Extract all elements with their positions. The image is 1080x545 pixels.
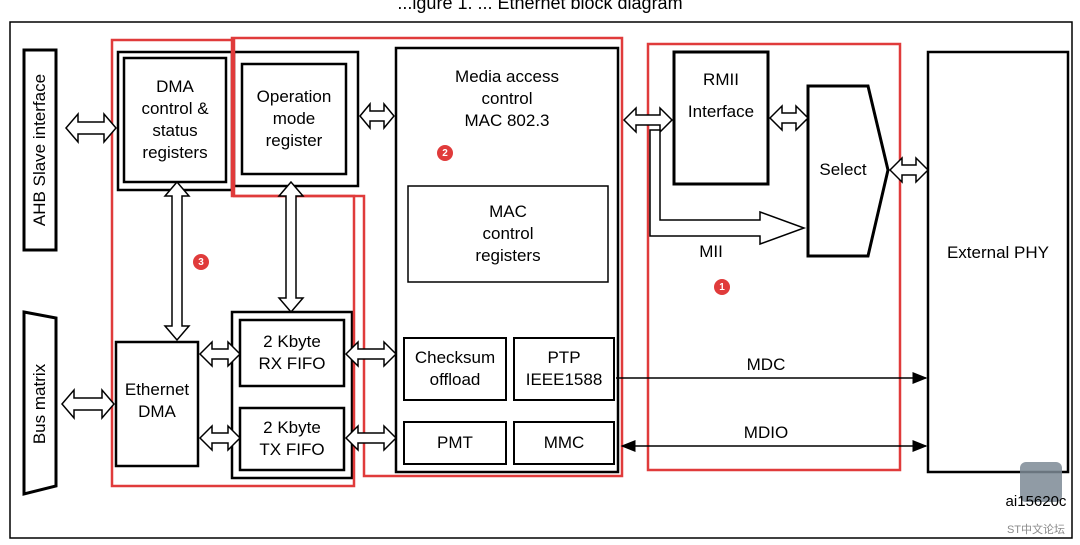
ethernet-dma-label: Ethernet DMA [116,368,198,434]
external-phy-text: External PHY [946,242,1050,262]
arrow-ahb-dma [65,111,117,145]
rx-fifo-label: 2 Kbyte RX FIFO [240,320,344,386]
figure-title: ...igure 1. ... Ethernet block diagram [290,0,790,18]
outer-frame [9,21,1073,539]
region-2 [230,36,624,478]
mmc-label: MMC [514,422,614,464]
arrow-rmii-select [768,104,810,132]
dma-control-text: DMA control & status registers [141,76,209,163]
opmode-inner [240,62,348,176]
arrow-mac-rmii [622,106,674,134]
rmii-box [672,50,770,186]
mac-control-box [407,185,609,283]
bus-matrix-box [22,310,58,496]
rx-fifo-text: 2 Kbyte RX FIFO [258,331,326,373]
mac-outer [394,46,620,474]
marker-3: 3 [193,254,209,270]
pmt-label: PMT [404,422,506,464]
ptp-text: PTP IEEE1588 [525,347,603,389]
mac-title-label: Media access control MAC 802.3 [396,62,618,136]
arrow-opmode-vertical [277,180,305,314]
arrow-rxfifo-checksum [344,340,398,368]
arrow-dma-vertical [163,180,191,342]
watermark: ST中文论坛 [996,520,1076,540]
figure-id-text: ai15620c [1005,493,1067,511]
bus-matrix-label: Bus matrix [28,344,52,464]
arrow-txfifo-pmt [344,424,398,452]
region-1 [646,42,902,472]
pmt-box [403,421,507,465]
mdc-text: MDC [746,354,786,374]
mmc-text: MMC [543,432,585,452]
pmt-text: PMT [437,432,473,452]
mdc-label: MDC [736,354,796,376]
ahb-slave-label: AHB Slave interface [28,50,52,250]
arrow-opmode-mac [359,101,395,131]
ahb-slave-box [22,48,58,252]
hollow-arrows [61,101,930,452]
highlight-regions [110,36,902,488]
external-phy-label: External PHY [928,236,1068,270]
marker-3-text: 3 [198,256,204,268]
figure-title-text: ...igure 1. ... Ethernet block diagram [397,0,683,14]
checksum-text: Checksum offload [414,347,496,389]
mii-label: MII [688,240,734,264]
select-label: Select [808,150,878,190]
arrow-dma-txfifo [198,424,242,452]
rmii-text: RMII Interface [687,69,755,121]
tx-fifo-label: 2 Kbyte TX FIFO [240,408,344,470]
select-shape [806,84,890,258]
dma-inner [122,56,228,184]
rmii-label: RMII Interface [674,60,768,132]
checksum-label: Checksum offload [404,338,506,400]
marker-2-text: 2 [442,147,448,159]
arrow-dma-rxfifo [198,340,242,368]
ahb-slave-text: AHB Slave interface [30,73,49,227]
mac-control-text: MAC control registers [475,201,541,266]
ethernet-dma-box [114,340,200,468]
mii-text: MII [699,241,723,261]
mmc-box [513,421,615,465]
tx-fifo-text: 2 Kbyte TX FIFO [259,417,325,459]
operation-mode-label: Operation mode register [242,64,346,174]
bus-matrix-text: Bus matrix [30,363,49,445]
st-logo-mark [1020,462,1062,502]
marker-1: 1 [714,279,730,295]
external-phy-box [926,50,1070,474]
operation-mode-text: Operation mode register [256,86,332,151]
figure-id: ai15620c [996,490,1076,514]
marker-2: 2 [437,145,453,161]
mac-control-label: MAC control registers [408,186,608,282]
mac-title-text: Media access control MAC 802.3 [455,66,559,131]
checksum-box [403,337,507,401]
watermark-text: ST中文论坛 [1006,523,1066,536]
select-text: Select [819,159,867,179]
marker-1-text: 1 [719,281,725,293]
arrow-bus-ethdma [61,387,115,421]
arrow-select-phy [888,156,930,184]
vertical-arrows [163,180,305,342]
arrow-mii [649,129,807,246]
ptp-label: PTP IEEE1588 [514,338,614,400]
ptp-box [513,337,615,401]
ethernet-dma-text: Ethernet DMA [124,379,190,421]
dma-control-label: DMA control & status registers [124,58,226,182]
mdio-text: MDIO [743,422,789,442]
fifo-outer [230,310,354,480]
mdio-label: MDIO [732,422,800,444]
